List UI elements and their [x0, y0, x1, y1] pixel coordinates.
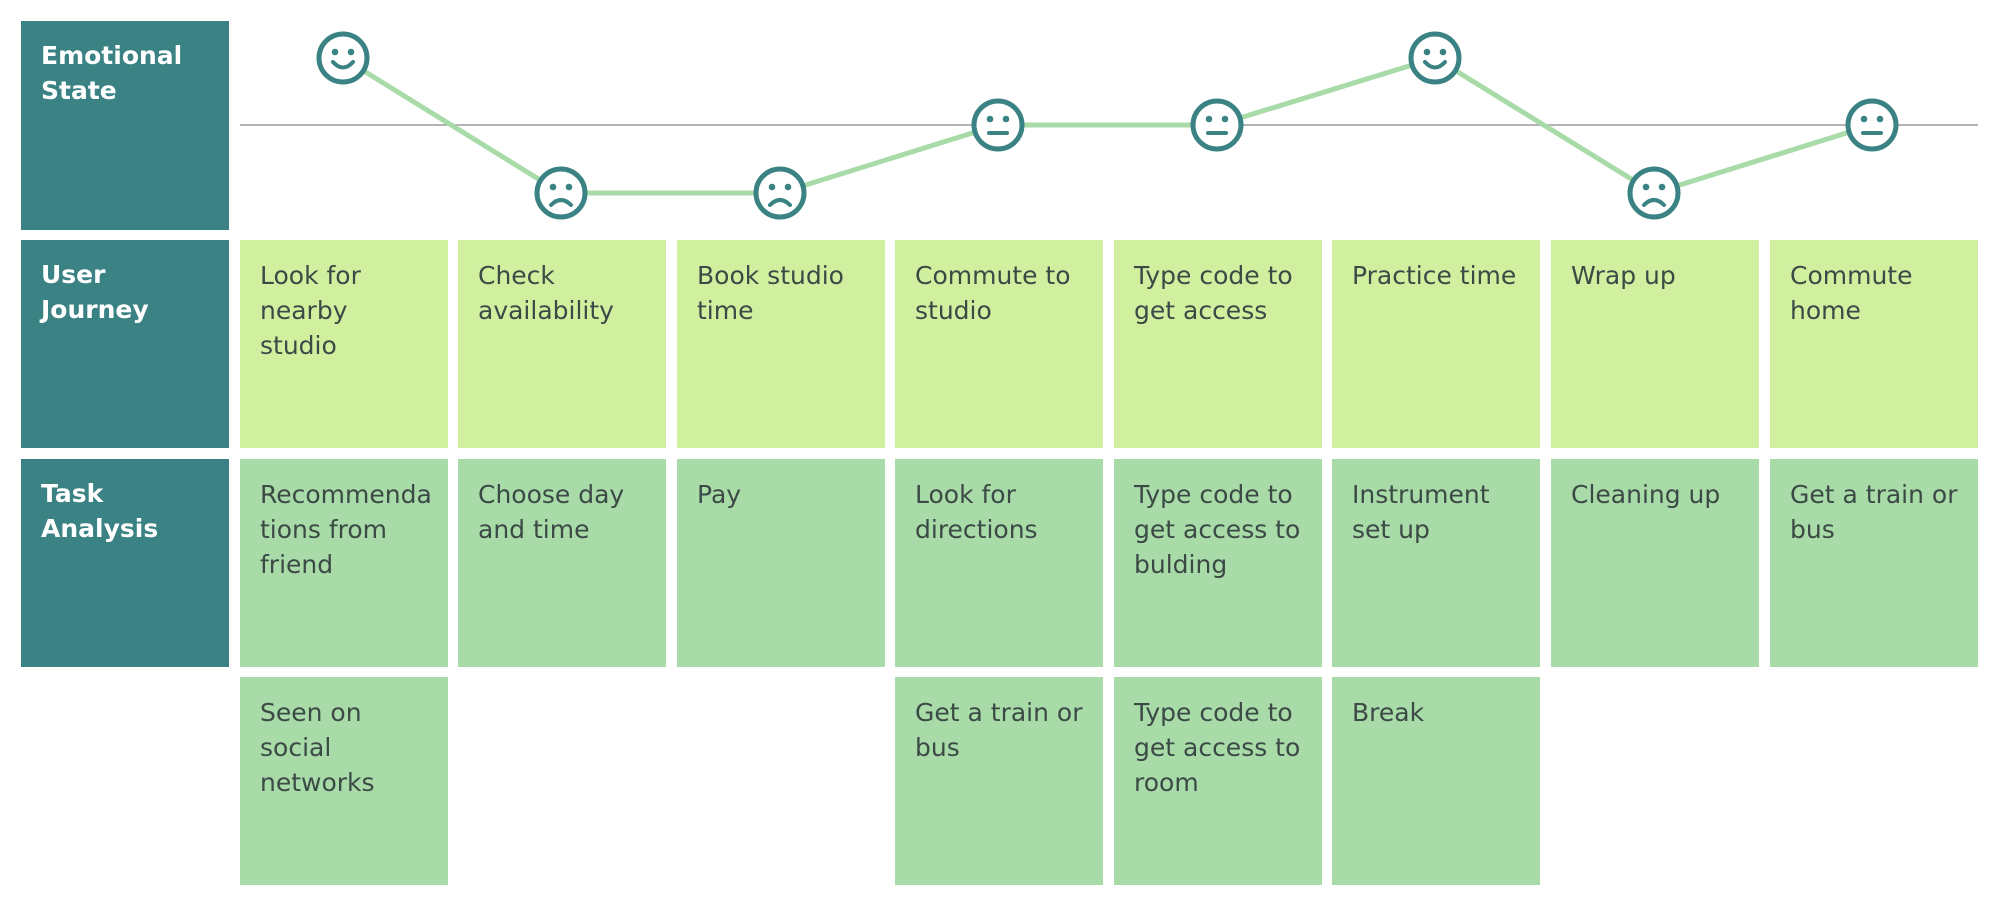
task-card: Recommenda tions from friend [240, 459, 448, 667]
task-card: Seen on social networks [240, 677, 448, 885]
row-label-user-journey: User Journey [21, 240, 229, 448]
journey-card: Commute home [1770, 240, 1978, 448]
task-card: Break [1332, 677, 1540, 885]
journey-card: Practice time [1332, 240, 1540, 448]
neutral-face-icon [971, 98, 1025, 152]
sad-face-icon [753, 166, 807, 220]
journey-card: Type code to get access [1114, 240, 1322, 448]
row-label-emotional-state: Emotional State [21, 21, 229, 230]
neutral-face-icon [1190, 98, 1244, 152]
journey-card: Look for nearby studio [240, 240, 448, 448]
sad-face-icon [534, 166, 588, 220]
happy-face-icon [316, 31, 370, 85]
journey-card: Check availability [458, 240, 666, 448]
emotion-curve [240, 31, 1978, 220]
task-card: Type code to get access to room [1114, 677, 1322, 885]
task-card: Pay [677, 459, 885, 667]
task-card: Get a train or bus [895, 677, 1103, 885]
task-card: Choose day and time [458, 459, 666, 667]
happy-face-icon [1408, 31, 1462, 85]
task-card: Get a train or bus [1770, 459, 1978, 667]
neutral-face-icon [1845, 98, 1899, 152]
task-card: Type code to get access to bulding [1114, 459, 1322, 667]
emotion-line [341, 55, 1873, 196]
sad-face-icon [1627, 166, 1681, 220]
task-card: Cleaning up [1551, 459, 1759, 667]
journey-card: Book studio time [677, 240, 885, 448]
journey-card: Commute to studio [895, 240, 1103, 448]
task-card: Instrument set up [1332, 459, 1540, 667]
journey-card: Wrap up [1551, 240, 1759, 448]
task-card: Look for directions [895, 459, 1103, 667]
row-label-task-analysis: Task Analysis [21, 459, 229, 667]
